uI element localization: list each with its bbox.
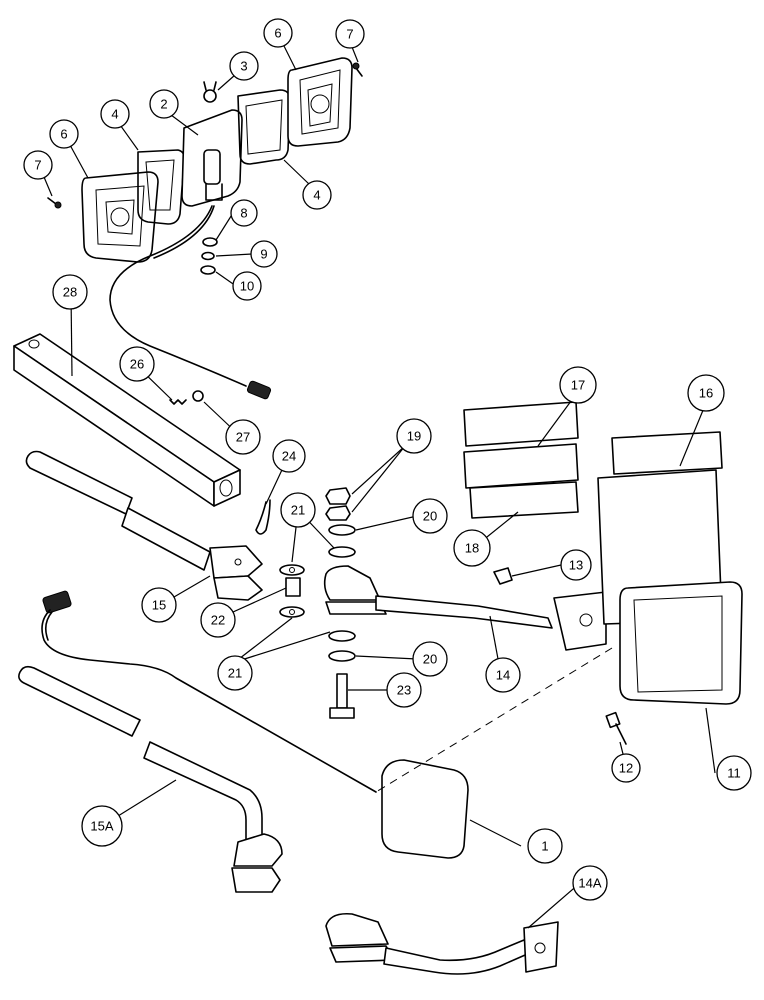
callout-label: 12: [619, 761, 633, 776]
callout-28: 28: [52, 274, 88, 310]
callout-label: 23: [397, 683, 411, 698]
bulb: [203, 81, 217, 103]
callout-label: 20: [423, 509, 437, 524]
callout-13: 13: [560, 549, 592, 581]
gasket-right: [237, 89, 291, 165]
mirror-wire: [41, 590, 377, 793]
callout-15A: 15A: [81, 805, 123, 847]
washer-stack: [200, 237, 218, 275]
callout-16: 16: [687, 374, 725, 412]
mirror-head: [597, 469, 743, 705]
callout-18: 18: [453, 529, 491, 567]
callout-6a: 6: [49, 119, 79, 149]
callout-label: 16: [699, 386, 713, 401]
callout-label: 1: [541, 839, 548, 854]
callout-14A: 14A: [572, 865, 608, 901]
callout-label: 6: [60, 127, 67, 142]
callout-4b: 4: [302, 180, 332, 210]
callout-4a: 4: [100, 99, 130, 129]
callout-27: 27: [225, 419, 261, 455]
callout-20b: 20: [412, 641, 448, 677]
mirror-glass-17: [463, 401, 579, 447]
callout-3: 3: [229, 51, 259, 81]
washers-20: [328, 524, 356, 662]
callout-label: 3: [240, 59, 247, 74]
mirror-glass-16: [611, 431, 723, 475]
callout-label: 21: [291, 503, 305, 518]
callout-label: 17: [571, 378, 585, 393]
screw-right: [352, 62, 363, 77]
callout-label: 15: [152, 598, 166, 613]
callout-7a: 7: [23, 150, 53, 180]
callout-label: 18: [465, 541, 479, 556]
callout-label: 15A: [90, 819, 113, 834]
callout-label: 22: [211, 613, 225, 628]
callout-10: 10: [232, 271, 262, 301]
nuts-19: [325, 487, 351, 521]
callout-2: 2: [149, 89, 179, 119]
callout-label: 11: [727, 766, 741, 781]
bolt-23: [329, 673, 355, 719]
lamp-lens-left: [81, 171, 159, 263]
callout-label: 27: [236, 430, 250, 445]
screw-12: [605, 711, 627, 745]
callout-label: 13: [569, 558, 583, 573]
callout-20a: 20: [412, 498, 448, 534]
mirror-arm-15a: [18, 665, 283, 893]
callout-label: 4: [111, 107, 118, 122]
callout-label: 28: [63, 285, 77, 300]
callout-21a: 21: [280, 492, 316, 528]
callout-label: 10: [240, 279, 254, 294]
callout-14: 14: [485, 657, 521, 693]
callout-label: 20: [423, 652, 437, 667]
callout-23: 23: [386, 672, 422, 708]
callout-11: 11: [716, 755, 752, 791]
callout-label: 14: [496, 668, 510, 683]
mirror-glass-18: [463, 443, 579, 519]
callout-label: 6: [274, 26, 281, 41]
washers-and-bushing: [279, 564, 305, 618]
callout-1: 1: [527, 828, 563, 864]
mirror-head-1: [381, 759, 469, 859]
nut: [192, 390, 204, 402]
spring: [169, 399, 187, 405]
mirror-arm-14: [323, 565, 607, 651]
callout-7b: 7: [335, 19, 365, 49]
support-tube: [13, 333, 241, 507]
callout-19: 19: [396, 418, 432, 454]
lamp-lens-right: [287, 57, 353, 147]
callout-label: 26: [130, 357, 144, 372]
lamp-housing: [181, 109, 243, 207]
callout-label: 9: [260, 247, 267, 262]
callout-6b: 6: [263, 18, 293, 48]
callout-label: 8: [240, 206, 247, 221]
callout-label: 21: [228, 666, 242, 681]
callout-label: 2: [160, 97, 167, 112]
callout-26: 26: [119, 346, 155, 382]
callout-12: 12: [611, 753, 641, 783]
lamp-harness: [109, 205, 272, 400]
clip: [493, 567, 513, 585]
callout-17: 17: [559, 366, 597, 404]
callout-label: 14A: [578, 876, 601, 891]
callout-22: 22: [200, 602, 236, 638]
mirror-arm-14a: [325, 912, 559, 975]
callout-label: 7: [346, 27, 353, 42]
callout-24: 24: [272, 439, 306, 473]
screw-left: [47, 197, 62, 209]
callout-15: 15: [141, 587, 177, 623]
alignment-line: [375, 647, 613, 793]
callout-8: 8: [230, 199, 258, 227]
callout-21b: 21: [217, 655, 253, 691]
mirror-arm-15: [25, 450, 263, 601]
hair-pin: [255, 499, 271, 535]
callout-label: 24: [282, 449, 296, 464]
callout-label: 4: [313, 188, 320, 203]
callout-label: 19: [407, 429, 421, 444]
callout-9: 9: [250, 240, 278, 268]
callout-label: 7: [34, 158, 41, 173]
